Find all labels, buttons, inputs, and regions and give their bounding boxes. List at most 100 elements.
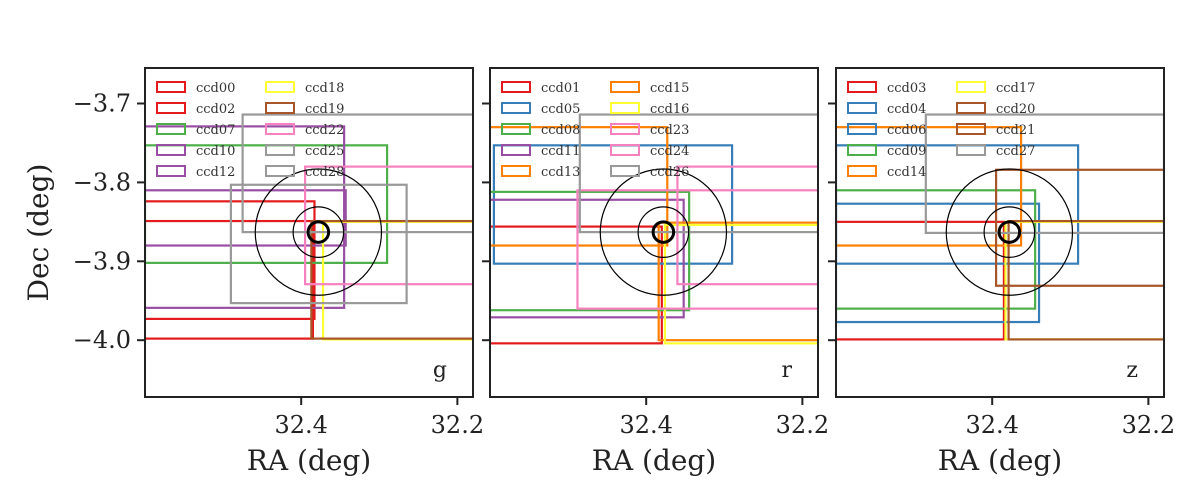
legend-label: ccd08 <box>541 123 580 138</box>
legend-swatch <box>610 123 640 135</box>
legend-label: ccd21 <box>996 123 1035 138</box>
legend-swatch <box>956 102 986 114</box>
ccd-footprint-ccd21 <box>1007 219 1164 341</box>
legend-label: ccd01 <box>541 81 580 96</box>
ccd-footprint-ccd01 <box>490 225 663 345</box>
legend-label: ccd05 <box>541 102 580 117</box>
legend-swatch <box>265 165 295 177</box>
legend-label: ccd04 <box>887 102 926 117</box>
band-label: r <box>781 358 792 383</box>
ccd-footprint-ccd14 <box>836 126 1023 247</box>
aperture-circle-0 <box>306 220 331 244</box>
x-axis-label: RA (deg) <box>592 444 716 477</box>
legend-label: ccd24 <box>650 144 689 159</box>
legend-swatch <box>956 144 986 156</box>
legend-swatch <box>847 81 877 93</box>
legend-swatch <box>956 81 986 93</box>
ccd-footprint-ccd15 <box>657 221 818 342</box>
aperture-circle-2 <box>599 168 728 296</box>
xtick-label: 32.2 <box>776 411 829 439</box>
legend-swatch <box>501 81 531 93</box>
legend-swatch <box>847 123 877 135</box>
legend-swatch <box>610 81 640 93</box>
ccd-footprint-ccd06 <box>836 202 1041 324</box>
legend-label: ccd00 <box>196 81 235 96</box>
legend-label: ccd12 <box>196 165 235 180</box>
band-label: g <box>433 358 447 383</box>
legend-swatch <box>501 123 531 135</box>
ccd-footprint-ccd27 <box>924 113 1164 234</box>
panel-r: 32.4 32.2 RA (deg) r ccd01 ccd05 ccd08 ccd11 ccd… <box>482 67 829 477</box>
ccd-footprint-ccd09 <box>836 189 1037 310</box>
legend-label: ccd28 <box>305 165 344 180</box>
ccd-footprint-ccd22 <box>303 165 473 286</box>
legend-label: ccd26 <box>650 165 689 180</box>
panel-g: 32.4 32.2 −3.7 −3.8 −3.9 −4.0 RA (deg) Dec (deg… <box>22 67 484 477</box>
legend-swatch <box>156 165 186 177</box>
legend-label: ccd09 <box>887 144 926 159</box>
ccd-footprint-ccd12 <box>145 189 347 247</box>
xtick-label: 32.4 <box>965 411 1018 439</box>
ccd-footprint-ccd20 <box>994 168 1164 287</box>
plot-area-z <box>836 113 1164 341</box>
legend-label: ccd06 <box>887 123 926 138</box>
plot-area-g <box>145 113 473 341</box>
legend-swatch <box>847 165 877 177</box>
ytick-label: −3.7 <box>73 90 131 118</box>
plot-frame-r <box>489 67 819 398</box>
aperture-circle-0 <box>651 220 676 244</box>
ccd-footprint-ccd11 <box>490 198 685 319</box>
legend-label: ccd20 <box>996 102 1035 117</box>
ccd-footprint-ccd16 <box>663 223 818 345</box>
xtick-label: 32.4 <box>274 411 327 439</box>
band-label: z <box>1126 358 1138 383</box>
legend-label: ccd17 <box>996 81 1035 96</box>
legend-swatch <box>156 123 186 135</box>
legend-label: ccd13 <box>541 165 580 180</box>
ccd-footprint-ccd19 <box>310 219 473 340</box>
x-axis-label: RA (deg) <box>938 444 1062 477</box>
legend-swatch <box>156 102 186 114</box>
legend-label: ccd07 <box>196 123 235 138</box>
legend-label: ccd27 <box>996 144 1035 159</box>
aperture-circle-2 <box>254 168 383 296</box>
y-axis-label: Dec (deg) <box>22 164 55 302</box>
legend-swatch <box>265 102 295 114</box>
x-axis-label: RA (deg) <box>247 444 371 477</box>
ccd-footprint-ccd10 <box>145 125 346 309</box>
legend-swatch <box>265 81 295 93</box>
aperture-circle-0 <box>997 220 1022 244</box>
legend-label: ccd14 <box>887 165 926 180</box>
ccd-footprint-ccd28 <box>241 113 473 234</box>
ccd-footprint-ccd23 <box>576 189 818 310</box>
xtick-label: 32.2 <box>431 411 484 439</box>
ccd-footprint-ccd13 <box>490 126 669 247</box>
ccd-footprint-ccd00 <box>145 219 315 340</box>
legend-label: ccd02 <box>196 102 235 117</box>
legend-label: ccd25 <box>305 144 344 159</box>
aperture-circle-1 <box>637 206 690 258</box>
legend-label: ccd03 <box>887 81 926 96</box>
ytick-label: −4.0 <box>73 326 131 354</box>
legend-label: ccd16 <box>650 102 689 117</box>
plot-area-r <box>490 113 818 345</box>
ytick-label: −3.9 <box>73 247 131 275</box>
legend-swatch <box>501 165 531 177</box>
legend-swatch <box>847 144 877 156</box>
ccd-footprint-ccd18 <box>321 220 473 341</box>
aperture-circle-2 <box>945 168 1074 296</box>
legend-label: ccd11 <box>541 144 580 159</box>
legend-label: ccd19 <box>305 102 344 117</box>
legend-swatch <box>610 102 640 114</box>
aperture-circle-1 <box>292 206 345 258</box>
legend-swatch <box>847 102 877 114</box>
ccd-footprint-ccd03 <box>836 220 1006 341</box>
legend-label: ccd10 <box>196 144 235 159</box>
legend-label: ccd18 <box>305 81 344 96</box>
legend-label: ccd22 <box>305 123 344 138</box>
xtick-label: 32.4 <box>619 411 672 439</box>
legend-swatch <box>265 144 295 156</box>
ytick-label: −3.8 <box>73 168 131 196</box>
